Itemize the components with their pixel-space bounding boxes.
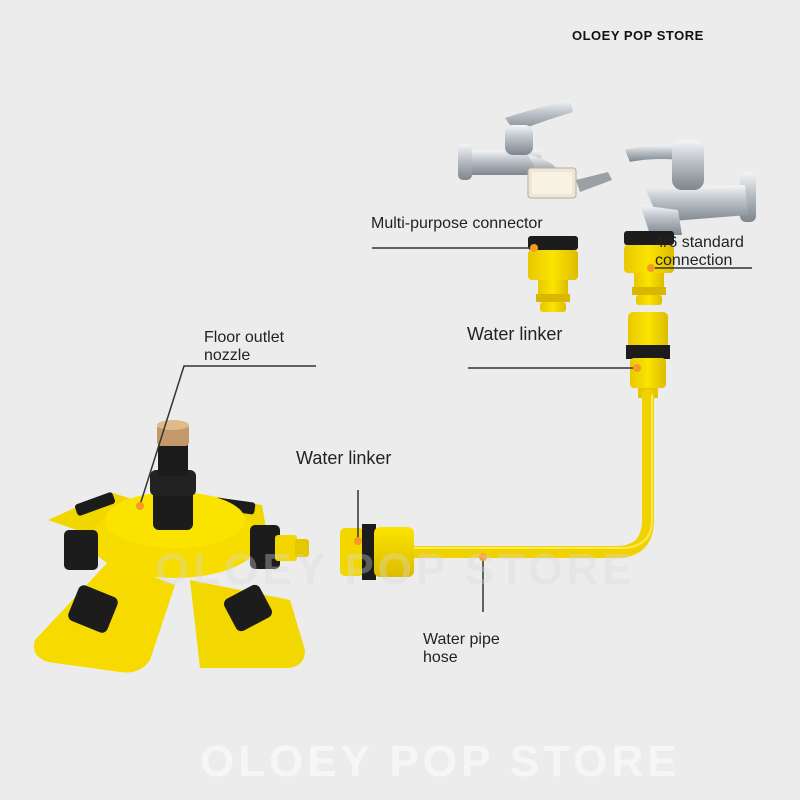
label-water-pipe-hose-line1: Water pipe	[423, 631, 500, 648]
label-standard-connection: 4/6 standard connection	[655, 234, 744, 269]
water-pipe-hose	[404, 389, 654, 558]
faucet-right	[625, 140, 756, 235]
connector-right	[624, 231, 674, 305]
label-water-linker-mid: Water linker	[296, 448, 392, 468]
label-multi-purpose-connector: Multi-purpose connector	[371, 215, 543, 232]
watermark-bottom: OLOEY POP STORE	[200, 737, 681, 786]
faucet-left	[458, 100, 612, 199]
callout-dots	[136, 244, 655, 561]
leader-lines	[139, 247, 752, 612]
label-floor-outlet-nozzle-line2: nozzle	[204, 347, 251, 364]
sprinkler-base	[33, 420, 309, 673]
label-floor-outlet-nozzle-line1: Floor outlet	[204, 329, 285, 346]
store-name: OLOEY POP STORE	[572, 28, 704, 43]
connector-left	[528, 236, 578, 312]
watermark-middle: OLOEY POP STORE	[155, 545, 636, 594]
label-water-pipe-hose-line2: hose	[423, 649, 458, 666]
water-linker-top	[626, 312, 670, 398]
label-water-linker-top: Water linker	[467, 324, 563, 344]
